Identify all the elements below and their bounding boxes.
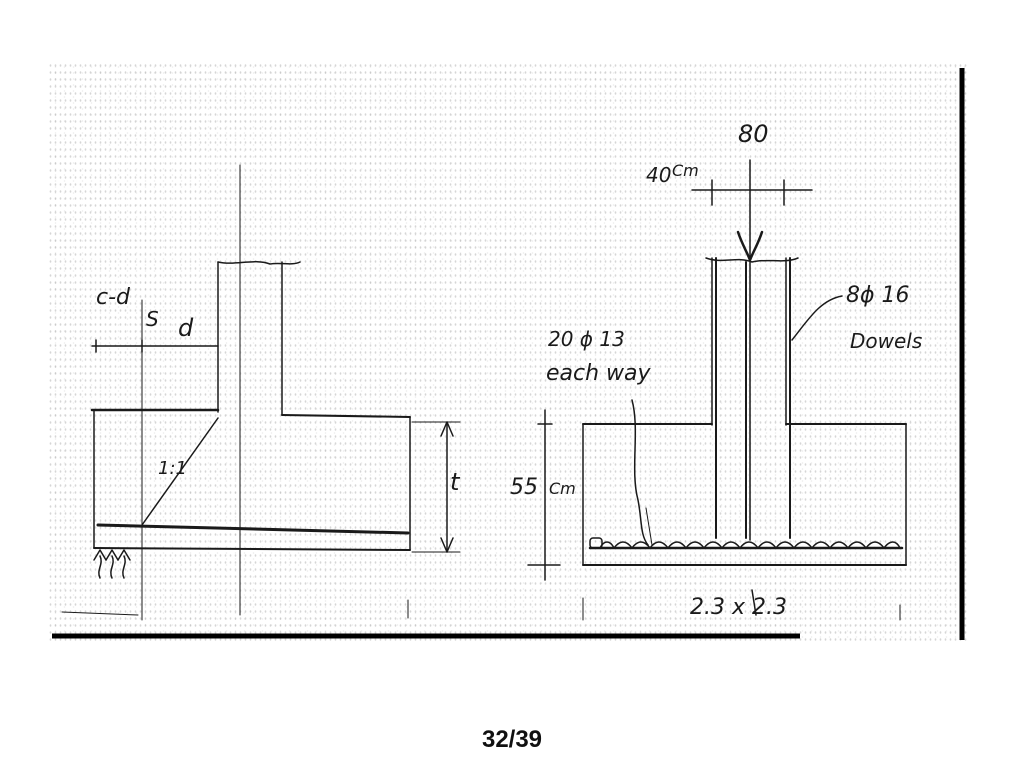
footing-bottom xyxy=(93,547,411,551)
tick-mark xyxy=(751,589,757,616)
label-40-unit: Cm xyxy=(672,161,699,180)
label-8-phi-16: 8ϕ 16 xyxy=(846,283,910,308)
label-55-unit: Cm xyxy=(549,479,576,498)
label-t: t xyxy=(450,468,461,496)
base-line xyxy=(61,611,139,616)
bar-hook xyxy=(589,537,603,549)
shear-slope-line xyxy=(141,417,219,526)
left-footing-section xyxy=(61,164,461,621)
bar-cross-sections xyxy=(599,541,901,549)
scanned-drawing-background xyxy=(48,62,968,642)
label-c-minus-d: c-d xyxy=(96,285,131,310)
label-slope: 1:1 xyxy=(158,458,187,479)
right-footing-section xyxy=(527,159,907,621)
arrow-down-icon xyxy=(736,230,764,262)
label-80: 80 xyxy=(738,120,769,148)
label-s: S xyxy=(146,307,159,331)
footing-top-right xyxy=(281,414,411,418)
leader-line xyxy=(791,295,843,341)
bottom-reinforcement xyxy=(96,523,410,535)
leader-line xyxy=(645,507,653,546)
label-40: 40 xyxy=(646,163,671,187)
label-dowels: Dowels xyxy=(850,329,922,353)
label-each-way: each way xyxy=(546,361,652,386)
leader-line xyxy=(631,399,649,546)
label-20-phi-13: 20 ϕ 13 xyxy=(548,327,625,351)
column-break-line xyxy=(705,257,799,263)
column-break-line xyxy=(217,260,301,265)
label-d: d xyxy=(178,314,194,342)
page-number: 32/39 xyxy=(481,726,543,753)
label-55: 55 xyxy=(510,475,538,500)
soil-pressure-arrows-icon xyxy=(93,549,131,579)
label-plan-size: 2.3 x 2.3 xyxy=(690,595,787,620)
